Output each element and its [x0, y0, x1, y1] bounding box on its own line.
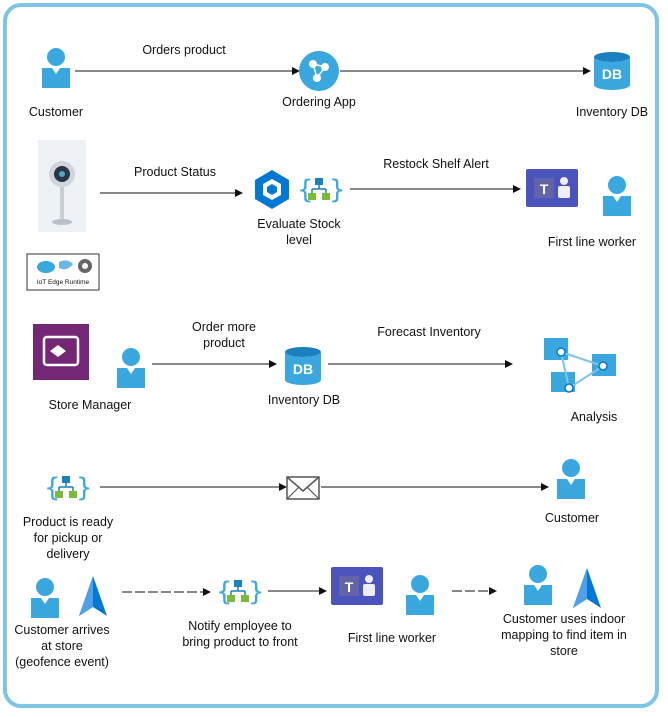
camera-sensor-icon: [38, 140, 86, 232]
evaluate-stock-logic-app-icon: [296, 174, 347, 206]
inventory-db-label: Inventory DB: [575, 105, 649, 119]
first-line-worker-label-2: First line worker: [347, 631, 437, 645]
store-manager-person-icon: [117, 348, 145, 388]
order-more-label: Order more product: [192, 320, 256, 350]
evaluate-stock-hex-icon: [255, 170, 289, 209]
teams-icon-2: [331, 567, 383, 605]
customer-arrives-person-icon: [31, 578, 59, 618]
iot-edge-label: IoT Edge Runtime: [36, 279, 90, 286]
iot-edge-icon: [26, 253, 100, 291]
restock-alert-label: Restock Shelf Alert: [383, 157, 489, 171]
notify-employee-label: Notify employee to bring product to fron…: [182, 619, 298, 649]
first-line-worker-label: First line worker: [547, 235, 637, 249]
first-line-worker-person-icon-2: [406, 575, 434, 615]
envelope-icon: [286, 476, 320, 500]
first-line-worker-person-icon: [603, 176, 631, 216]
forecast-inventory-label: Forecast Inventory: [377, 325, 481, 339]
customer-uses-mapping-label: Customer uses indoor mapping to find ite…: [501, 612, 627, 658]
ordering-app-label: Ordering App: [282, 95, 356, 109]
ordering-app-icon: [299, 51, 339, 91]
orders-product-label: Orders product: [142, 43, 226, 57]
analysis-icon: [544, 338, 616, 393]
azure-maps-icon: [79, 576, 107, 616]
customer-label: Customer: [28, 105, 84, 119]
store-manager-label: Store Manager: [48, 398, 132, 412]
teams-icon: [526, 169, 578, 207]
product-ready-label: Product is ready for pickup or delivery: [22, 515, 114, 561]
power-apps-icon: [33, 324, 89, 380]
inventory-db-icon: [594, 52, 630, 90]
customer-person-icon-2: [557, 459, 585, 499]
azure-maps-icon-2: [573, 568, 601, 608]
inventory-db-icon-2: [285, 347, 321, 385]
customer-mapping-person-icon: [524, 565, 552, 605]
customer-label-2: Customer: [544, 511, 600, 525]
product-status-label: Product Status: [134, 165, 216, 179]
customer-arrives-label: Customer arrives at store (geofence even…: [14, 623, 110, 669]
product-ready-logic-app-icon: [43, 472, 94, 504]
inventory-db-label-2: Inventory DB: [267, 393, 341, 407]
evaluate-stock-label: Evaluate Stock level: [257, 217, 341, 247]
analysis-label: Analysis: [570, 410, 618, 424]
notify-employee-logic-app-icon: [215, 576, 266, 608]
customer-person-icon: [42, 48, 70, 88]
